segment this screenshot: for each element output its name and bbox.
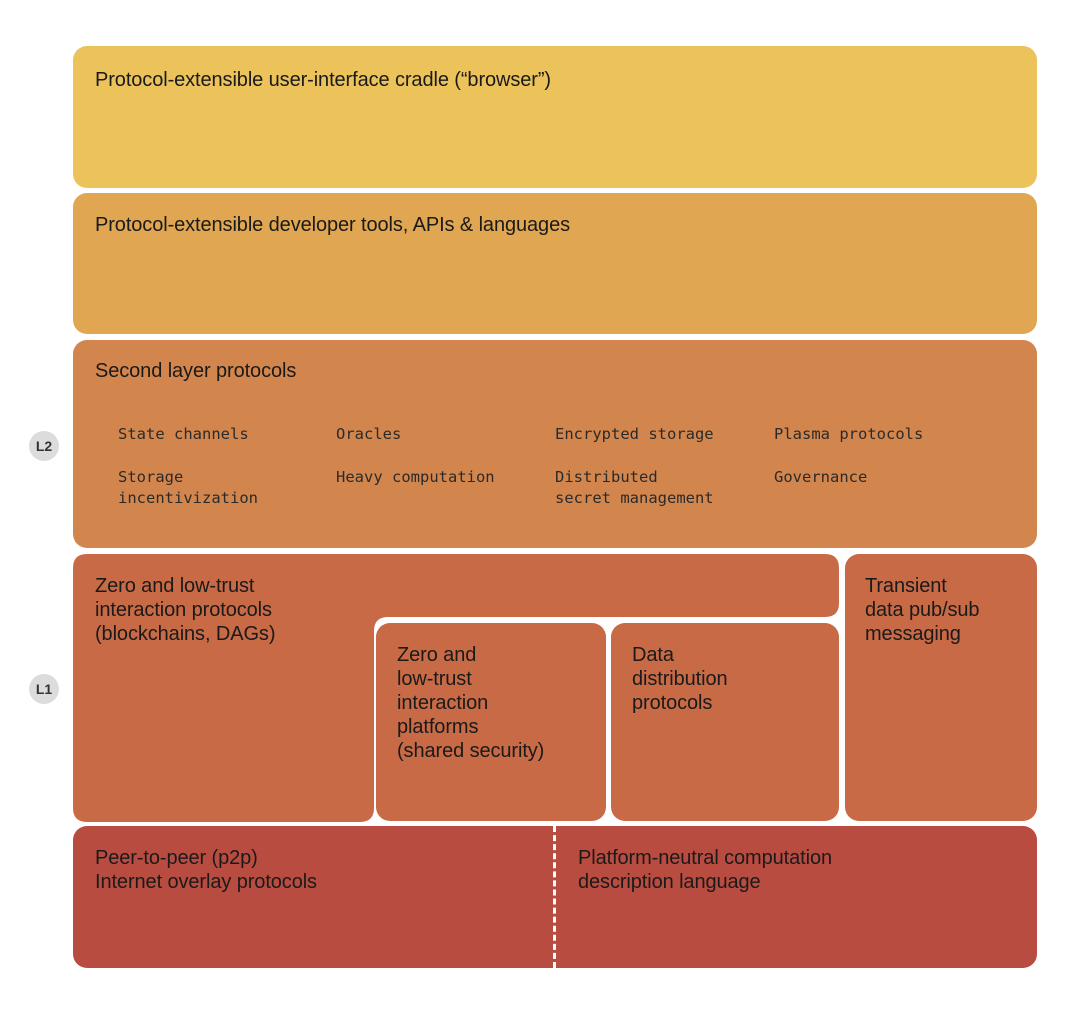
data-distribution-title: Data distribution protocols	[632, 644, 728, 714]
computation-language-title: Platform-neutral computation description…	[578, 847, 832, 893]
zero-trust-platforms-title: Zero and low-trust interaction platforms…	[397, 644, 545, 762]
zero-trust-protocols-block	[73, 554, 839, 822]
item-governance: Governance	[774, 468, 868, 486]
l2-badge: L2	[29, 431, 59, 461]
transient-data-block: Transient data pub/sub messaging	[845, 554, 1037, 821]
item-distributed-secret-management: Distributed secret management	[555, 468, 714, 507]
devtools-layer-title: Protocol-extensible developer tools, API…	[95, 214, 570, 236]
item-plasma-protocols: Plasma protocols	[774, 425, 924, 443]
item-heavy-computation: Heavy computation	[336, 468, 495, 486]
zero-trust-protocols-title: Zero and low-trust interaction protocols…	[95, 575, 276, 645]
item-encrypted-storage: Encrypted storage	[555, 425, 714, 443]
browser-layer: Protocol-extensible user-interface cradl…	[73, 46, 1037, 188]
transient-data-title: Transient data pub/sub messaging	[865, 575, 980, 645]
base-divider	[553, 826, 556, 968]
second-layer-title: Second layer protocols	[95, 360, 297, 382]
l1-badge: L1	[29, 674, 59, 704]
browser-layer-title: Protocol-extensible user-interface cradl…	[95, 69, 551, 91]
devtools-layer: Protocol-extensible developer tools, API…	[73, 193, 1037, 334]
data-distribution-block: Data distribution protocols	[611, 623, 839, 821]
item-oracles: Oracles	[336, 425, 402, 443]
zero-trust-platforms-block: Zero and low-trust interaction platforms…	[376, 623, 606, 821]
p2p-title: Peer-to-peer (p2p) Internet overlay prot…	[95, 847, 317, 893]
item-storage-incentivization: Storage incentivization	[118, 468, 258, 507]
item-state-channels: State channels	[118, 425, 249, 443]
second-layer-protocols: Second layer protocols State channels Or…	[73, 340, 1037, 548]
